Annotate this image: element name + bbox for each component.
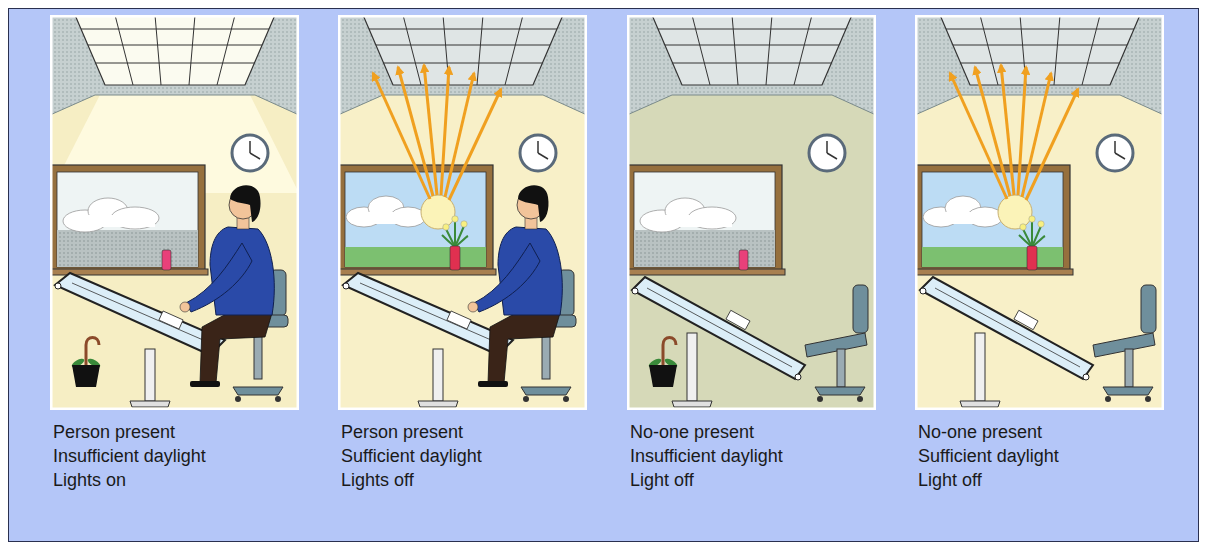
caption-line: Person present: [53, 420, 307, 444]
caption-block: Person presentSufficient daylightLights …: [337, 418, 599, 496]
caption-line: No-one present: [630, 420, 884, 444]
room-illustration: [338, 15, 587, 410]
caption-line: Lights on: [53, 468, 307, 492]
room-illustration: [50, 15, 299, 410]
caption-block: No-one presentSufficient daylightLight o…: [914, 418, 1176, 496]
caption-block: Person presentInsufficient daylightLight…: [49, 418, 311, 496]
caption-line: Lights off: [341, 468, 595, 492]
caption-line: Light off: [630, 468, 884, 492]
caption-block: No-one presentInsufficient daylightLight…: [626, 418, 888, 496]
caption-line: Insufficient daylight: [53, 444, 307, 468]
room-illustration: [915, 15, 1164, 410]
caption-line: No-one present: [918, 420, 1172, 444]
caption-line: Sufficient daylight: [341, 444, 595, 468]
caption-line: Light off: [918, 468, 1172, 492]
caption-line: Insufficient daylight: [630, 444, 884, 468]
caption-line: Sufficient daylight: [918, 444, 1172, 468]
caption-line: Person present: [341, 420, 595, 444]
room-illustration: [627, 15, 876, 410]
